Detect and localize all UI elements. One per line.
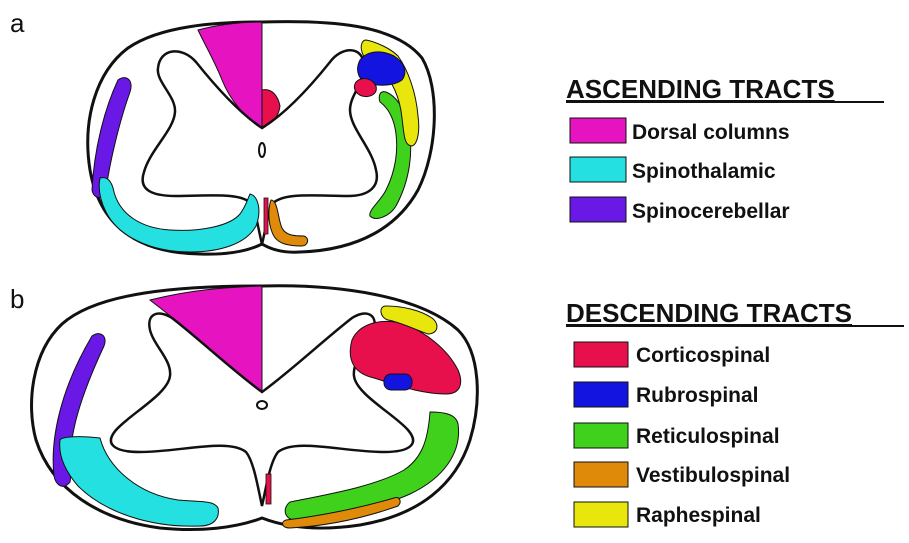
- central-canal-b: [257, 401, 267, 409]
- legend-label-vestibulospinal: Vestibulospinal: [636, 464, 790, 487]
- legend-swatch-spinothalamic: [570, 157, 626, 182]
- panel-a-label: a: [10, 8, 25, 38]
- legend-swatch-vestibulospinal: [574, 462, 628, 487]
- legend-label-corticospinal: Corticospinal: [636, 344, 770, 367]
- legend-swatch-reticulospinal: [574, 423, 628, 448]
- legend-swatch-dorsal-columns: [570, 118, 626, 143]
- legend-label-spinothalamic: Spinothalamic: [632, 160, 776, 183]
- corticospinal-midline-b: [266, 474, 271, 504]
- cord-section-b: [32, 286, 478, 530]
- rubrospinal-area-b: [384, 374, 412, 390]
- descending-title: DESCENDING TRACTS: [566, 298, 852, 328]
- legend-label-rubrospinal: Rubrospinal: [636, 384, 759, 407]
- central-canal-a: [259, 143, 265, 157]
- cord-section-a: [88, 22, 435, 255]
- legend-descending: DESCENDING TRACTS Corticospinal Rubrospi…: [566, 298, 904, 527]
- panel-b-label: b: [10, 284, 24, 314]
- legend-ascending: ASCENDING TRACTS Dorsal columns Spinotha…: [566, 74, 884, 223]
- legend-swatch-rubrospinal: [574, 382, 628, 407]
- legend-swatch-raphespinal: [574, 502, 628, 527]
- legend-swatch-spinocerebellar: [570, 197, 626, 222]
- ascending-title: ASCENDING TRACTS: [566, 74, 835, 104]
- legend-swatch-corticospinal: [574, 342, 628, 367]
- legend-label-spinocerebellar: Spinocerebellar: [632, 200, 790, 223]
- legend-label-reticulospinal: Reticulospinal: [636, 425, 780, 448]
- legend-label-raphespinal: Raphespinal: [636, 504, 761, 527]
- corticospinal-midline-a: [264, 198, 268, 234]
- legend-label-dorsal-columns: Dorsal columns: [632, 121, 790, 144]
